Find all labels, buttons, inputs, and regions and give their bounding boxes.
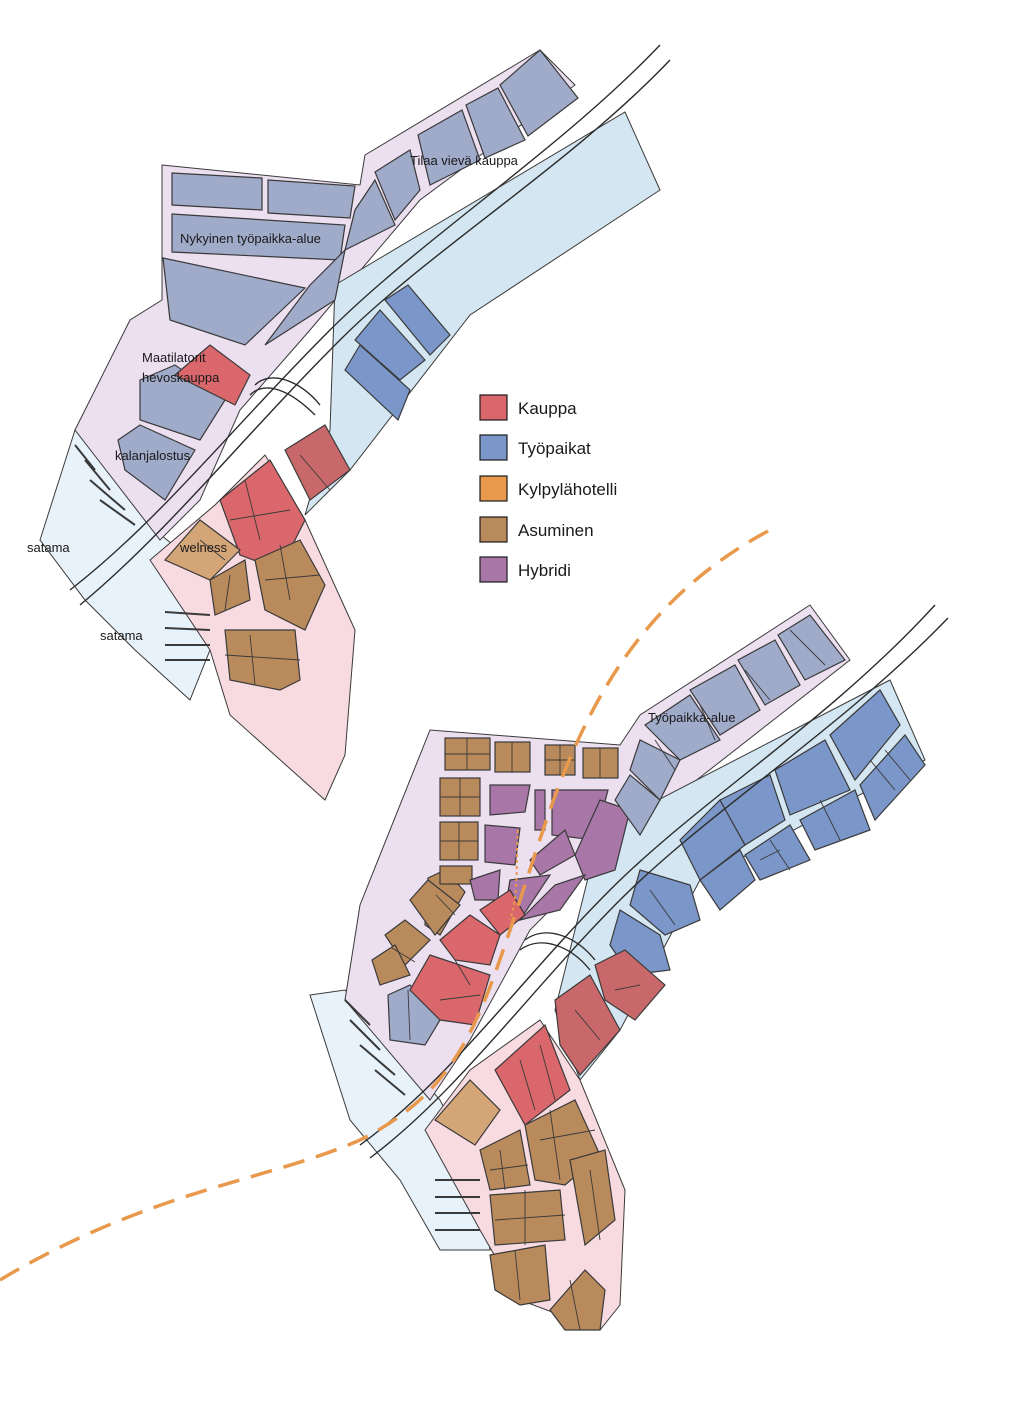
existing-block [417, 109, 481, 186]
existing-block [139, 364, 226, 441]
existing-block [171, 172, 263, 211]
plan-hybrid-block [489, 784, 531, 816]
plan-piers [344, 999, 480, 1231]
map-plan: Työpaikka-alue [309, 604, 949, 1331]
plan-shop-block [594, 949, 666, 1021]
label-kalanjalostus: kalanjalostus [115, 448, 191, 463]
label-tilaa: Tilaa vievä kauppa [410, 153, 519, 168]
label-satama-2: satama [100, 628, 143, 643]
plan-blue-block [719, 774, 786, 846]
plan-hybrid-block [518, 873, 587, 922]
plan-railway [359, 604, 936, 1146]
plan-blue-block [859, 734, 926, 822]
plan-blue-block [799, 789, 871, 851]
plan-blue-block [774, 739, 851, 816]
plan-hybrid-block [534, 789, 546, 831]
plan-hybrid-block [484, 824, 521, 866]
plan-housing-block [494, 741, 531, 773]
plan-work-block [614, 774, 661, 837]
plan-housing-block [489, 1244, 551, 1306]
plan-blue-block [699, 849, 756, 911]
existing-block [117, 424, 196, 501]
existing-housing-block [254, 539, 326, 631]
plan-blue-block [829, 689, 901, 782]
plan-road [369, 617, 949, 1159]
plan-work-block [737, 639, 801, 706]
label-tyopaikka-alue: Työpaikka-alue [648, 710, 735, 725]
existing-blue-block [354, 309, 426, 381]
plan-housing-block [582, 747, 619, 779]
plan-housing-block [549, 1269, 606, 1331]
plan-work-block [387, 984, 441, 1046]
legend-swatch-tyopaikat [479, 434, 508, 461]
legend-label-asuminen: Asuminen [518, 521, 594, 540]
legend-label-tyopaikat: Työpaikat [518, 439, 591, 458]
legend-label-hybridi: Hybridi [518, 561, 571, 580]
existing-housing-block [224, 629, 301, 691]
legend-label-kauppa: Kauppa [518, 399, 577, 418]
existing-road [79, 59, 671, 606]
plan-work-block [689, 664, 761, 736]
boundary-dashed-line [0, 528, 771, 1282]
existing-railway [69, 44, 661, 591]
plan-work-block [644, 694, 721, 761]
legend-swatch-kylpylahotelli [479, 475, 508, 502]
map-existing: Tilaa vievä kauppa Nykyinen työpaikka-al… [27, 44, 671, 801]
plan-housing-block [479, 1129, 531, 1191]
label-welness: welness [179, 540, 227, 555]
label-satama-1: satama [27, 540, 70, 555]
legend: Kauppa Työpaikat Kylpylähotelli Asuminen… [479, 394, 617, 583]
plan-housing-block [371, 944, 411, 986]
legend-swatch-kauppa [479, 394, 508, 421]
legend-label-kylpylahotelli: Kylpylähotelli [518, 480, 617, 499]
plan-shop-block [409, 954, 491, 1026]
plan-work-block [777, 614, 846, 681]
plan-spa-block [434, 1079, 501, 1146]
label-hevoskauppa: hevoskauppa [142, 370, 220, 385]
existing-block [267, 179, 356, 219]
existing-shop-block [284, 424, 351, 501]
existing-shop-block [173, 344, 251, 406]
label-nykyinen: Nykyinen työpaikka-alue [180, 231, 321, 246]
legend-swatch-asuminen [479, 516, 508, 543]
existing-blue-block [384, 284, 451, 356]
plan-blue-block [744, 824, 811, 881]
legend-swatch-hybridi [479, 556, 508, 583]
plan-shop-block [439, 914, 501, 966]
existing-piers [74, 444, 211, 661]
existing-block [499, 49, 579, 137]
plan-blue-block [629, 869, 701, 936]
plan-housing-block [409, 879, 461, 936]
existing-block [162, 257, 307, 346]
plan-housing-block [439, 865, 473, 885]
label-maatilatorit: Maatilatorit [142, 350, 206, 365]
existing-block [264, 248, 346, 346]
existing-housing-block [164, 519, 241, 581]
existing-block [465, 87, 526, 159]
existing-block [374, 149, 421, 222]
existing-housing-block [209, 559, 251, 616]
existing-block [344, 178, 396, 252]
plan-housing-block [569, 1149, 616, 1247]
existing-blue-block [344, 344, 411, 422]
plan-shop-block [494, 1023, 571, 1126]
